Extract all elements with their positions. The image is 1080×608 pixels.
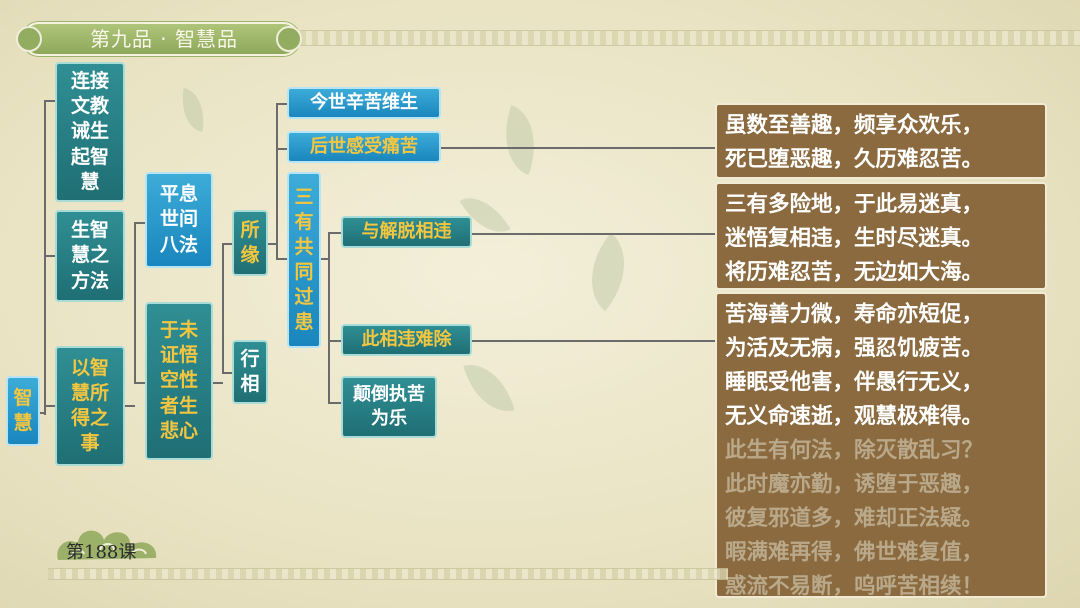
verse-line: 苦海善力微，寿命亦短促， bbox=[725, 302, 984, 327]
connector-line bbox=[222, 243, 224, 373]
node-pacify-eight-dharmas: 平息世间八法 bbox=[145, 172, 213, 268]
verse-line: 睡眠受他害，伴愚行无义， bbox=[725, 370, 984, 395]
connector-line bbox=[125, 405, 135, 407]
connector-line bbox=[276, 148, 288, 150]
scroll-ornament-icon bbox=[16, 26, 42, 52]
connector-line bbox=[328, 340, 342, 342]
verse-line: 将历难忍苦，无边如大海。 bbox=[725, 260, 984, 285]
verse-line: 无义命速逝，观慧极难得。 bbox=[725, 404, 984, 429]
connector-line bbox=[134, 222, 146, 224]
node-inverted-view: 颠倒执苦为乐 bbox=[341, 376, 437, 438]
node-three-realms: 三有共同过患 bbox=[287, 172, 321, 348]
scroll-ornament-icon bbox=[276, 26, 302, 52]
verse-line-faded: 此时魔亦勤，诱堕于恶趣， bbox=[725, 472, 984, 497]
leaf-decoration bbox=[463, 356, 515, 420]
connector-line bbox=[320, 258, 330, 260]
connector-line bbox=[276, 103, 288, 105]
lesson-label: 第188课 bbox=[66, 542, 137, 563]
verse-line: 死已堕恶趣，久历难忍苦。 bbox=[725, 147, 984, 172]
connector-line bbox=[328, 232, 330, 404]
node-compassion: 于未证悟空性者生悲心 bbox=[145, 302, 213, 460]
connector-line bbox=[44, 255, 56, 257]
node-this-life: 今世辛苦维生 bbox=[287, 87, 441, 119]
cloud-ornament-icon bbox=[57, 530, 157, 560]
verse-line: 虽数至善趣，频享众欢乐， bbox=[725, 113, 984, 138]
connector-line bbox=[222, 243, 234, 245]
connector-line bbox=[44, 405, 56, 407]
connector-line bbox=[134, 382, 146, 384]
node-contrary-liberation: 与解脱相违 bbox=[341, 216, 472, 248]
leaf-decoration bbox=[176, 88, 210, 132]
verse-line: 为活及无病，强忍饥疲苦。 bbox=[725, 336, 984, 361]
node-object: 所缘 bbox=[232, 210, 268, 276]
connector-line bbox=[134, 222, 136, 384]
node-connect-teaching: 连接文教诫生起智慧 bbox=[55, 62, 125, 202]
node-method: 生智慧之方法 bbox=[55, 210, 125, 302]
title-banner bbox=[22, 22, 300, 56]
verse-line-faded: 惑流不易断，呜呼苦相续！ bbox=[725, 574, 984, 599]
node-aspect: 行相 bbox=[232, 340, 268, 404]
node-hard-remove: 此相违难除 bbox=[341, 324, 472, 356]
verse-box-2: 三有多险地，于此易迷真， 迷悟复相违，生时尽迷真。 将历难忍苦，无边如大海。 bbox=[715, 182, 1047, 290]
verse-line: 三有多险地，于此易迷真， bbox=[725, 192, 984, 217]
leaf-decoration bbox=[490, 104, 550, 176]
connector-line bbox=[268, 243, 278, 245]
connector-line bbox=[328, 232, 342, 234]
connector-line bbox=[44, 100, 56, 102]
connector-line bbox=[472, 340, 716, 342]
connector-line bbox=[38, 412, 46, 414]
verse-box-1: 虽数至善趣，频享众欢乐， 死已堕恶趣，久历难忍苦。 bbox=[715, 103, 1047, 179]
connector-line bbox=[440, 147, 716, 149]
connector-line bbox=[471, 233, 716, 235]
verse-line: 迷悟复相违，生时尽迷真。 bbox=[725, 226, 984, 251]
connector-line bbox=[222, 372, 234, 374]
verse-line-faded: 此生有何法，除灭散乱习？ bbox=[725, 438, 984, 463]
connector-line bbox=[44, 100, 46, 415]
leaf-decoration bbox=[569, 232, 647, 312]
connector-line bbox=[276, 103, 278, 260]
header-border bbox=[300, 30, 1080, 46]
connector-line bbox=[276, 258, 288, 260]
verse-box-3: 苦海善力微，寿命亦短促， 为活及无病，强忍饥疲苦。 睡眠受他害，伴愚行无义， 无… bbox=[715, 292, 1047, 599]
verse-line-faded: 暇满难再得，佛世难复值， bbox=[725, 540, 984, 565]
footer-border bbox=[48, 568, 728, 580]
page-title: 第九品 · 智慧品 bbox=[89, 27, 239, 51]
node-result: 以智慧所得之事 bbox=[55, 346, 125, 466]
verse-line-faded: 彼复邪道多，难却正法疑。 bbox=[725, 506, 984, 531]
connector-line bbox=[213, 382, 223, 384]
node-root-wisdom: 智慧 bbox=[6, 376, 40, 446]
connector-line bbox=[328, 402, 342, 404]
node-next-life: 后世感受痛苦 bbox=[287, 131, 441, 163]
